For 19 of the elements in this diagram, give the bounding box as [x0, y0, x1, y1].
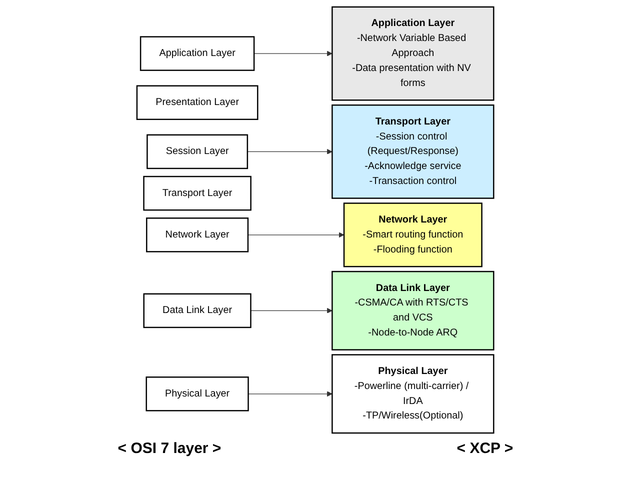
node-box: Physical Layer — [146, 376, 250, 412]
arrow — [254, 50, 333, 56]
node-box: Data Link Layer — [143, 293, 252, 328]
node-box: Application Layer — [140, 36, 255, 71]
node-box: Transport Layer -Session control (Request/Response) -Acknowledge service -Transaction control — [332, 104, 494, 199]
node-box: Network Layer -Smart routing function -Flooding function — [344, 202, 483, 268]
caption-label: < XCP > — [456, 440, 514, 457]
node-box: Transport Layer — [143, 176, 252, 211]
node-box: Application Layer -Network Variable Based Approach -Data presentation with NV forms — [332, 6, 494, 101]
arrow — [248, 232, 344, 238]
caption-label: < OSI 7 layer > — [118, 440, 222, 457]
node-box: Presentation Layer — [136, 85, 258, 120]
node-box: Data Link Layer -CSMA/CA with RTS/CTS and VCS -Node-to-Node ARQ — [332, 270, 494, 350]
node-box: Network Layer — [146, 218, 249, 252]
arrow — [250, 308, 333, 314]
arrow — [248, 391, 333, 397]
node-box: Physical Layer -Powerline (multi-carrier) / IrDA -TP/Wireless(Optional) — [332, 354, 494, 434]
node-box: Session Layer — [146, 134, 248, 170]
arrow — [247, 148, 333, 154]
